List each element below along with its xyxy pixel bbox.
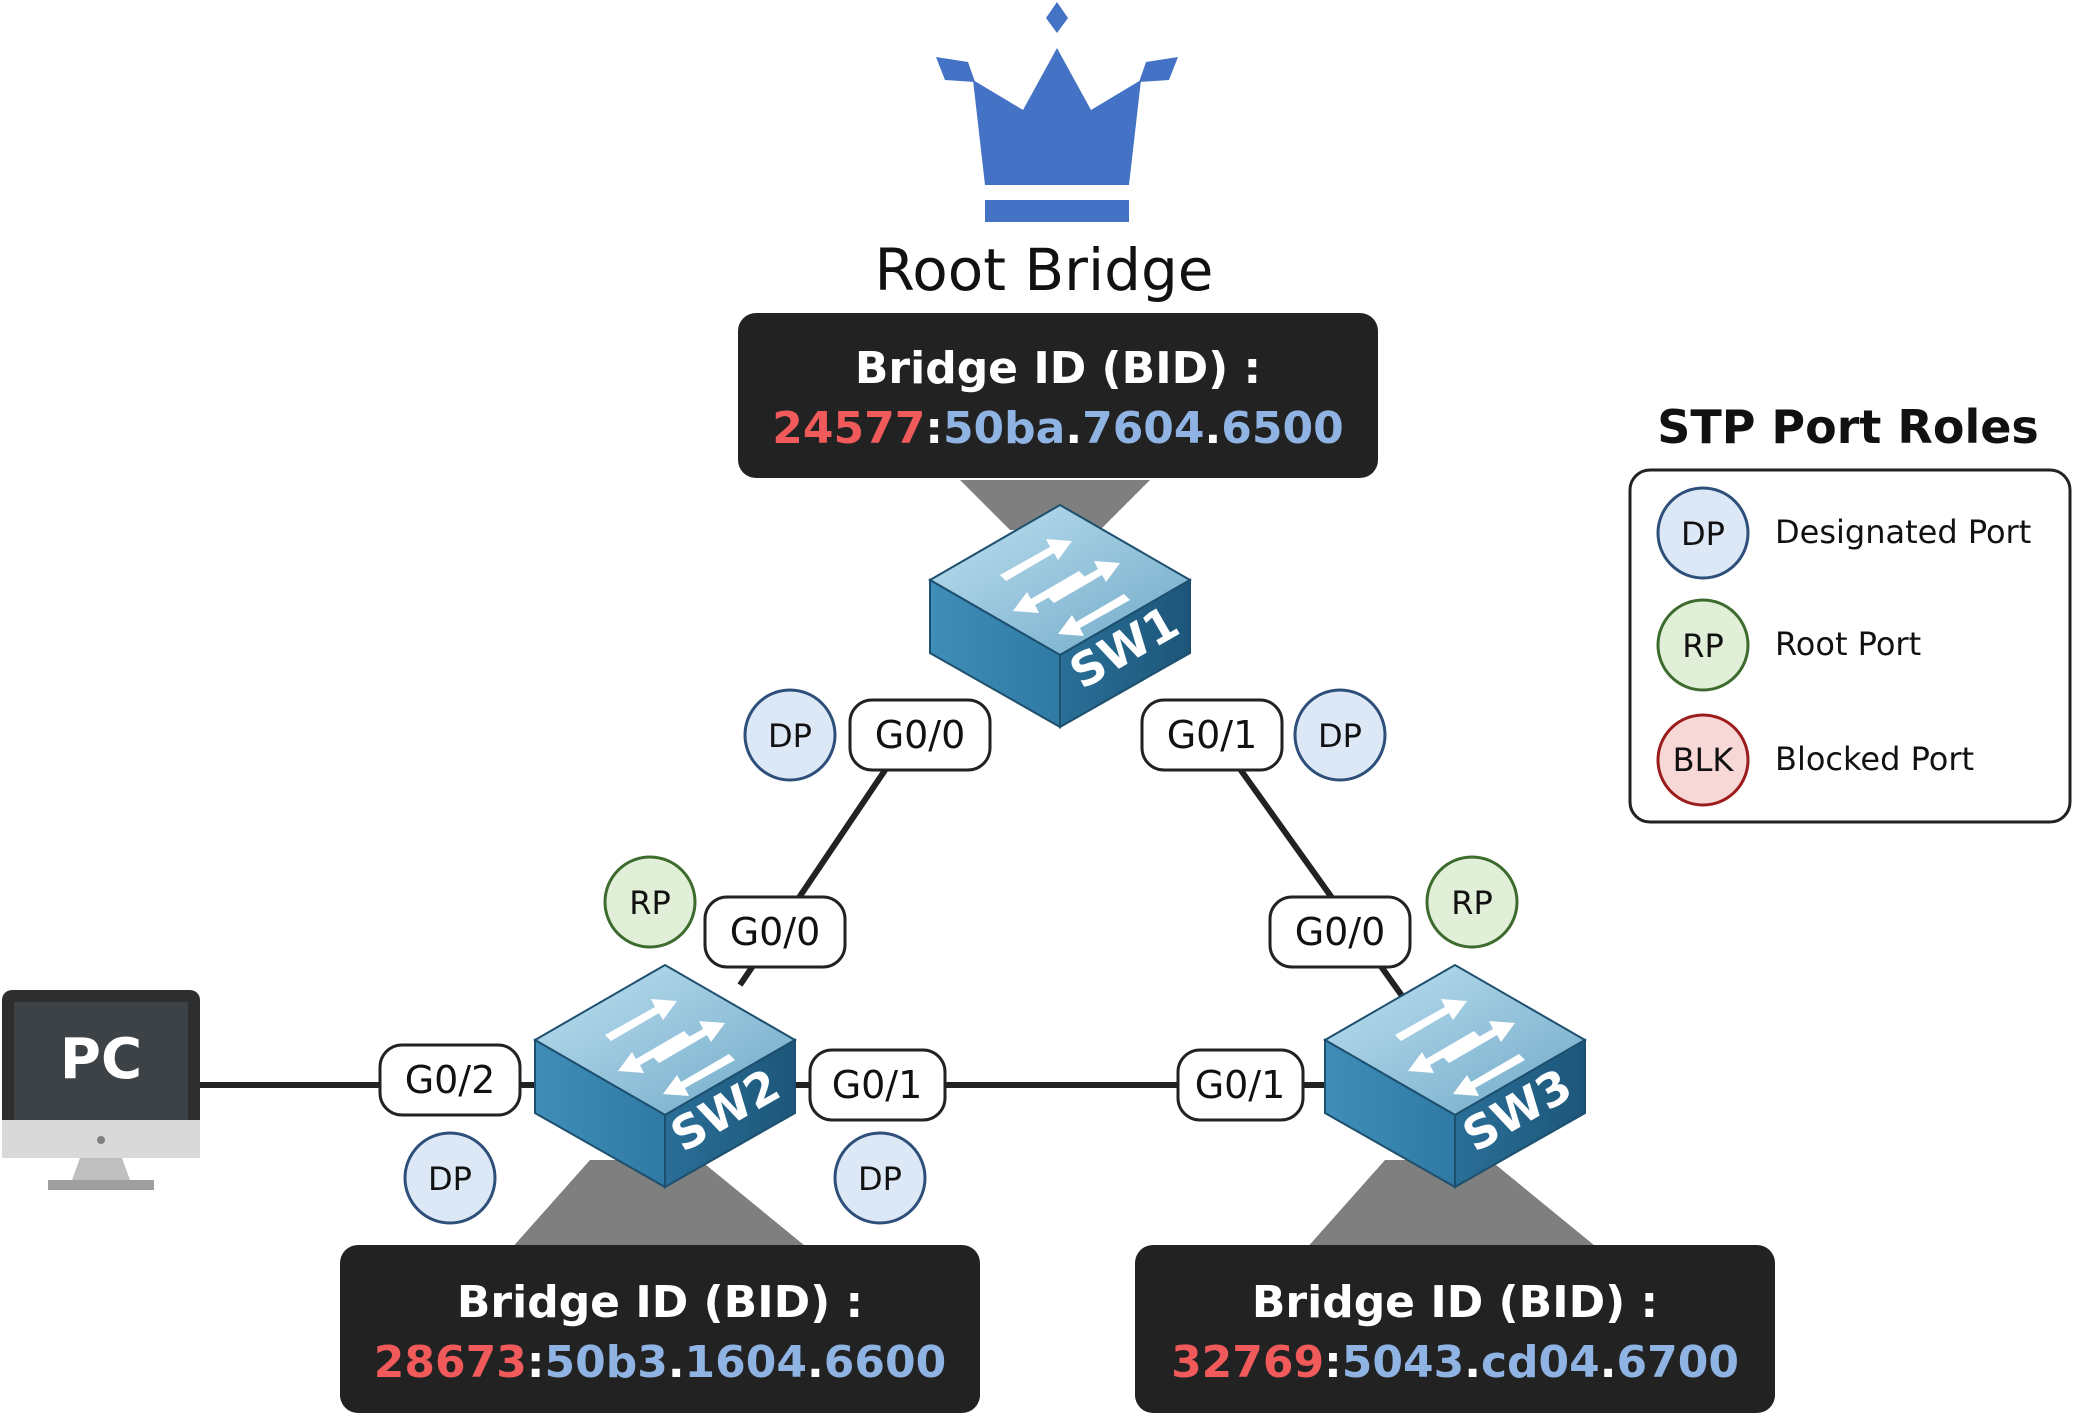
bid-mac-sw1-p1: 50ba <box>943 403 1065 454</box>
bid-priority-sw1: 24577 <box>772 403 925 454</box>
switch-sw2[interactable]: SW2 <box>532 963 798 1189</box>
switch-arrows-icon <box>1000 539 1130 636</box>
bid-mac-sw1-p3: 6500 <box>1221 403 1343 454</box>
bid-mac-sw2-p2: 1604 <box>685 1337 807 1388</box>
port-text-sw2-g01: G0/1 <box>832 1063 923 1107</box>
role-badge-sw2-g02: DP <box>403 1131 497 1225</box>
bid-sep-sw3: : <box>1324 1337 1342 1388</box>
legend-item-rp: RP Root Port <box>1656 598 1921 692</box>
bid-sep-sw1: : <box>925 403 943 454</box>
role-badge-sw2-g01: DP <box>833 1131 927 1225</box>
role-text-sw1-g00: DP <box>768 717 812 755</box>
role-badge-sw1-g00: DP <box>743 688 837 782</box>
bid-mac-sw2-d2: . <box>807 1337 824 1388</box>
crown-icon <box>936 2 1178 222</box>
bid-box-sw2: Bridge ID (BID) : 28673:50b3.1604.6600 <box>340 1245 980 1413</box>
port-label-sw1-g01: G0/1 <box>1140 698 1284 772</box>
bid-value-sw2: 28673:50b3.1604.6600 <box>374 1337 946 1388</box>
pc-icon[interactable]: PC <box>2 990 200 1190</box>
role-text-sw2-g01: DP <box>858 1160 902 1198</box>
bid-box-sw3: Bridge ID (BID) : 32769:5043.cd04.6700 <box>1135 1245 1775 1413</box>
root-bridge-label: Root Bridge <box>875 236 1214 304</box>
bid-mac-sw3-p2: cd04 <box>1481 1337 1600 1388</box>
port-text-sw3-g00: G0/0 <box>1295 910 1386 954</box>
role-text-sw1-g01: DP <box>1318 717 1362 755</box>
port-text-sw1-g00: G0/0 <box>875 713 966 757</box>
bid-mac-sw3-p1: 5043 <box>1342 1337 1464 1388</box>
bid-mac-sw1-d2: . <box>1205 403 1222 454</box>
role-badge-sw3-g00: RP <box>1425 855 1519 949</box>
switch-sw1[interactable]: SW1 <box>927 503 1193 729</box>
bid-mac-sw3-d1: . <box>1464 1337 1481 1388</box>
bid-value-sw1: 24577:50ba.7604.6500 <box>772 403 1343 454</box>
switch-sw3[interactable]: SW3 <box>1322 963 1588 1189</box>
legend-item-blk: BLK Blocked Port <box>1656 713 1974 807</box>
bid-title-sw2: Bridge ID (BID) : <box>457 1277 863 1328</box>
bid-box-sw1: Bridge ID (BID) : 24577:50ba.7604.6500 <box>738 313 1378 478</box>
port-label-sw2-g00: G0/0 <box>703 895 847 969</box>
bid-mac-sw3-d2: . <box>1600 1337 1617 1388</box>
bid-mac-sw1-p2: 7604 <box>1082 403 1204 454</box>
bid-priority-sw3: 32769 <box>1171 1337 1324 1388</box>
port-label-sw3-g01: G0/1 <box>1176 1048 1305 1122</box>
legend-title: STP Port Roles <box>1657 400 2039 454</box>
port-label-sw2-g01: G0/1 <box>808 1048 947 1122</box>
bid-sep-sw2: : <box>527 1337 545 1388</box>
bid-value-sw3: 32769:5043.cd04.6700 <box>1171 1337 1739 1388</box>
bid-mac-sw2-p3: 6600 <box>824 1337 946 1388</box>
role-text-sw3-g00: RP <box>1451 884 1493 922</box>
beam-sw1 <box>960 480 1150 530</box>
port-label-sw2-g02: G0/2 <box>378 1043 522 1117</box>
port-text-sw2-g00: G0/0 <box>730 910 821 954</box>
bid-mac-sw2-p1: 50b3 <box>544 1337 667 1388</box>
bid-title-sw3: Bridge ID (BID) : <box>1252 1277 1658 1328</box>
role-text-sw2-g02: DP <box>428 1160 472 1198</box>
port-label-sw3-g00: G0/0 <box>1268 895 1412 969</box>
legend-abbr-blk: BLK <box>1673 741 1735 779</box>
bid-mac-sw2-d1: . <box>668 1337 685 1388</box>
bid-mac-sw3-p3: 6700 <box>1616 1337 1738 1388</box>
bid-title-sw1: Bridge ID (BID) : <box>855 343 1261 394</box>
role-text-sw2-g00: RP <box>629 884 671 922</box>
legend-abbr-rp: RP <box>1682 627 1724 665</box>
port-label-sw1-g00: G0/0 <box>848 698 992 772</box>
legend-label-blk: Blocked Port <box>1775 740 1974 778</box>
bid-mac-sw1-d1: . <box>1065 403 1082 454</box>
switch-arrows-icon <box>605 999 735 1096</box>
pc-label: PC <box>60 1027 142 1092</box>
role-badge-sw1-g01: DP <box>1293 688 1387 782</box>
legend-item-dp: DP Designated Port <box>1656 486 2031 580</box>
switch-arrows-icon <box>1395 999 1525 1096</box>
bid-priority-sw2: 28673 <box>374 1337 527 1388</box>
port-text-sw2-g02: G0/2 <box>405 1058 496 1102</box>
legend-label-dp: Designated Port <box>1775 513 2031 551</box>
port-text-sw1-g01: G0/1 <box>1167 713 1258 757</box>
role-badge-sw2-g00: RP <box>603 855 697 949</box>
beam-sw3 <box>1305 1160 1600 1250</box>
legend-abbr-dp: DP <box>1681 515 1725 553</box>
port-text-sw3-g01: G0/1 <box>1195 1063 1286 1107</box>
beam-sw2 <box>510 1160 810 1250</box>
legend: STP Port Roles DP Designated Port RP Roo… <box>1628 400 2072 824</box>
legend-label-rp: Root Port <box>1775 625 1921 663</box>
